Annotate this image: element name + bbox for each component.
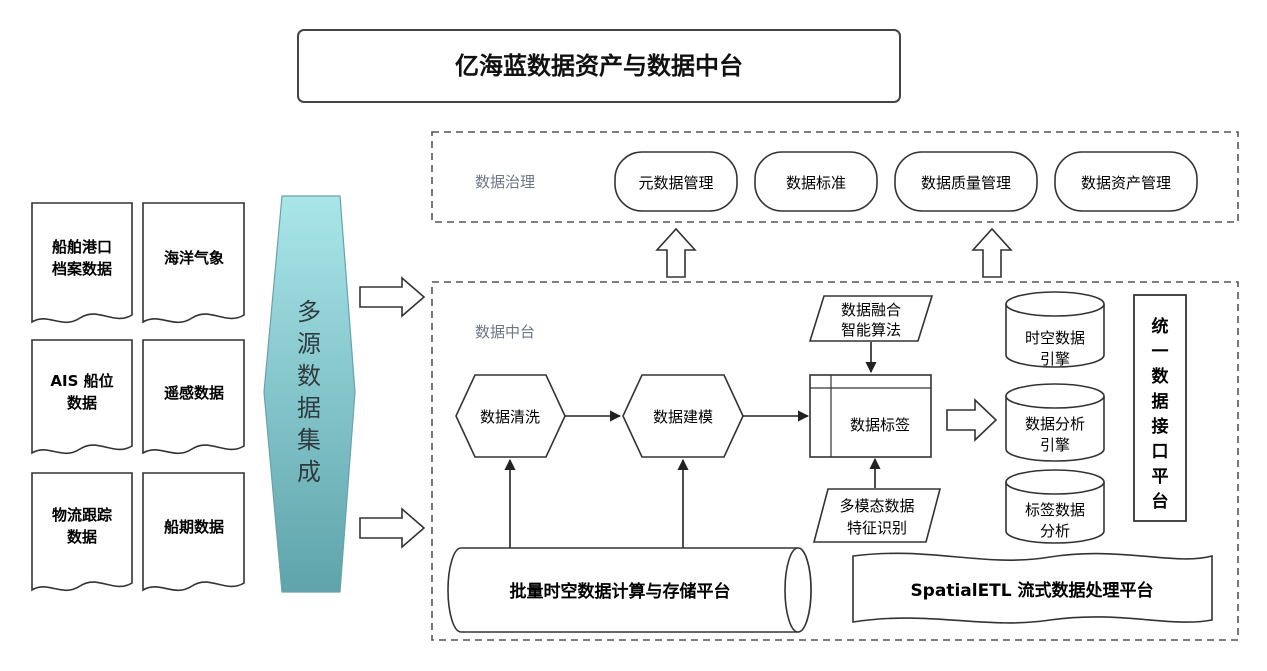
unified-char: 一	[1152, 342, 1169, 362]
unified-char: 统	[1152, 316, 1169, 337]
source-doc-remote-sensing: 遥感数据	[142, 339, 245, 455]
integration-char: 多	[297, 298, 321, 326]
unified-char: 口	[1152, 442, 1169, 462]
multimodal-line2: 特征识别	[847, 519, 907, 537]
data-tag-node: 数据标签	[809, 374, 932, 458]
engine-analysis: 数据分析 引擎	[1005, 383, 1105, 462]
source-documents: 船舶港口 档案数据 海洋气象 AIS 船位 数据 遥感数据 物流跟踪 数据 船期…	[31, 202, 245, 592]
source-label-line1: 船舶港口	[52, 238, 112, 256]
integration-block: 多 源 数 据 集 成	[263, 195, 356, 593]
engine-spatiotemporal: 时空数据 引擎	[1005, 291, 1105, 368]
source-label-line1: 遥感数据	[164, 384, 224, 402]
hollow-arrow-right-lower	[359, 507, 426, 549]
gov-item-box	[894, 151, 1038, 212]
data-tag-label: 数据标签	[850, 416, 910, 434]
data-modeling-node: 数据建模	[622, 374, 744, 458]
middle-platform-panel: 数据中台	[431, 281, 1239, 641]
gov-item-box	[1054, 151, 1198, 212]
source-label-line1: 海洋气象	[164, 249, 224, 267]
governance-label: 数据治理	[475, 173, 535, 191]
data-cleaning-node: 数据清洗	[455, 374, 566, 458]
fusion-line1: 数据融合	[841, 301, 901, 319]
gov-item-quality: 数据质量管理	[921, 174, 1011, 192]
integration-char: 据	[297, 394, 321, 422]
source-label-line1: 船期数据	[164, 518, 224, 536]
engine-line1: 时空数据	[1025, 329, 1085, 347]
source-label-line2: 数据	[67, 394, 97, 412]
source-doc-logistics: 物流跟踪 数据	[31, 472, 133, 592]
engine-tag-analysis: 标签数据 分析	[1005, 469, 1105, 544]
multimodal-feature-node: 多模态数据 特征识别	[812, 488, 942, 543]
etl-stream-platform: SpatialETL 流式数据处理平台	[852, 552, 1213, 624]
integration-char: 数	[297, 362, 321, 390]
multimodal-line1: 多模态数据	[839, 497, 914, 515]
gov-item-box	[754, 151, 878, 212]
unified-char: 据	[1152, 391, 1169, 412]
unified-char: 平	[1152, 467, 1169, 487]
fusion-algorithm-node: 数据融合 智能算法	[808, 295, 934, 342]
source-doc-ship-port: 船舶港口 档案数据	[31, 202, 133, 324]
gov-item-standard: 数据标准	[786, 174, 846, 192]
engine-line2: 分析	[1040, 522, 1070, 540]
integration-char: 集	[297, 426, 321, 454]
hollow-arrow-tag-to-engines	[946, 398, 998, 442]
gov-item-box	[614, 151, 738, 212]
engine-line1: 标签数据	[1025, 501, 1085, 519]
engine-line2: 引擎	[1040, 436, 1070, 454]
batch-storage-platform: 批量时空数据计算与存储平台	[447, 547, 812, 633]
fusion-line2: 智能算法	[841, 321, 901, 339]
hollow-arrow-up-left	[655, 227, 697, 278]
engine-line2: 引擎	[1040, 350, 1070, 368]
data-modeling-label: 数据建模	[653, 408, 713, 426]
integration-char: 成	[297, 458, 321, 486]
source-doc-ais: AIS 船位 数据	[31, 339, 133, 455]
gov-item-metadata: 元数据管理	[638, 174, 713, 192]
source-label-line2: 数据	[67, 528, 97, 546]
gov-item-asset: 数据资产管理	[1081, 174, 1171, 192]
governance-panel: 数据治理 元数据管理 数据标准 数据质量管理 数据资产管理	[431, 131, 1239, 223]
source-label-line2: 档案数据	[52, 260, 112, 278]
unified-interface-box: 统 一 数 据 接 口 平 台	[1133, 294, 1187, 522]
source-label-line1: 物流跟踪	[52, 506, 112, 524]
title-box: 亿海蓝数据资产与数据中台	[297, 29, 901, 103]
source-doc-schedule: 船期数据	[142, 472, 245, 592]
engine-line1: 数据分析	[1025, 415, 1085, 433]
unified-char: 接	[1152, 416, 1169, 437]
page-title: 亿海蓝数据资产与数据中台	[455, 52, 743, 80]
hollow-arrow-right-upper	[359, 276, 426, 318]
unified-char: 台	[1152, 491, 1169, 512]
source-doc-ocean-weather: 海洋气象	[142, 202, 245, 324]
source-label-line1: AIS 船位	[50, 372, 113, 390]
middle-platform-label: 数据中台	[475, 323, 535, 341]
hollow-arrow-up-right	[971, 227, 1013, 278]
unified-char: 数	[1152, 366, 1170, 387]
integration-char: 源	[297, 330, 321, 358]
batch-platform-label: 批量时空数据计算与存储平台	[510, 581, 731, 602]
etl-platform-label: SpatialETL 流式数据处理平台	[910, 580, 1153, 601]
data-cleaning-label: 数据清洗	[480, 408, 540, 426]
